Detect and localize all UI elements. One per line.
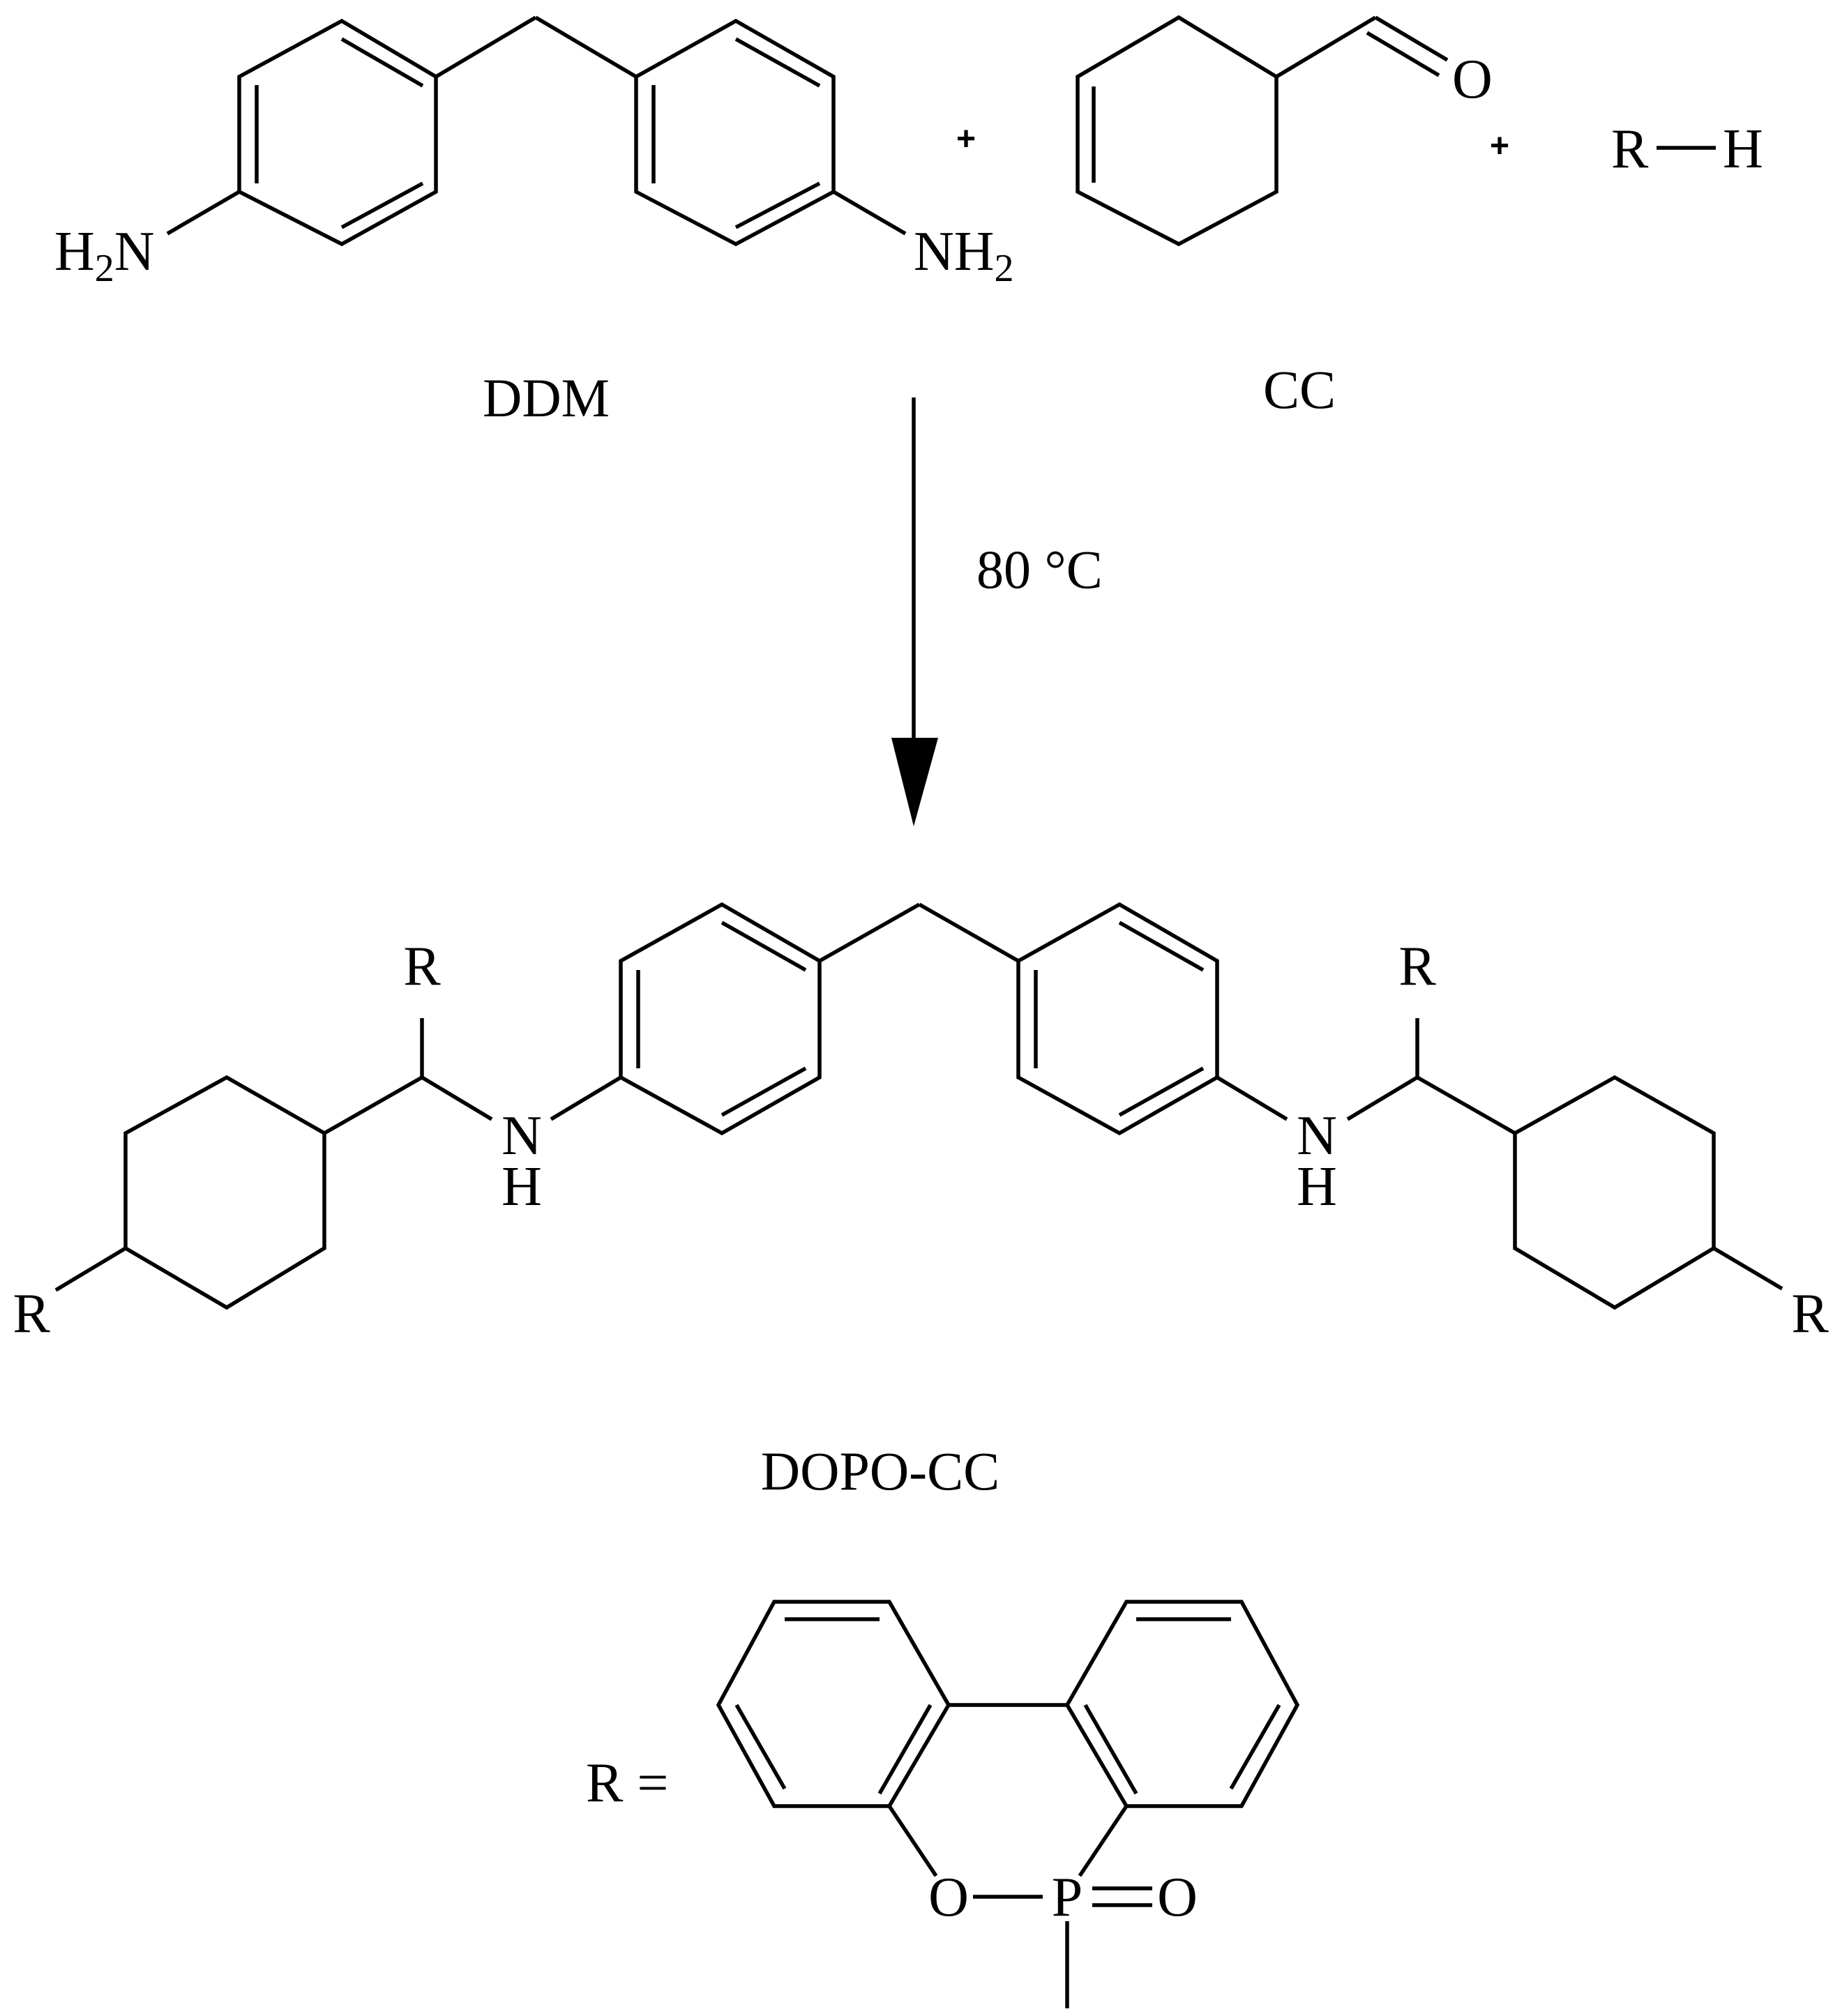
- dopo-left-ring-double-bond: [877, 1704, 933, 1795]
- product-right-n-label: N: [1297, 1105, 1337, 1167]
- cc-structure: O: [1076, 15, 1493, 247]
- r-definition-label: R =: [586, 1752, 668, 1814]
- product-right-ring-r-bond: [1712, 1246, 1783, 1291]
- ddm-methylene-bond: [435, 15, 537, 79]
- product-methylene-bond: [918, 902, 1020, 963]
- product-right-ring-double-bond: [1118, 1066, 1205, 1117]
- ddm-right-amine-bond: [832, 190, 907, 236]
- arrow-head: [891, 738, 938, 826]
- cc-cyclohexene-ring: [1076, 15, 1278, 247]
- plus-sign-1: +: [956, 121, 976, 158]
- product-methylene-bond: [818, 902, 921, 963]
- product-left-cyclohexane: [123, 1075, 326, 1310]
- ddm-label: DDM: [483, 367, 610, 428]
- product-left-r-ring: R: [13, 1283, 50, 1344]
- rh-reagent: R H: [1611, 119, 1763, 180]
- ddm-right-ring: [634, 18, 836, 247]
- product-right-cyclohexane: [1513, 1075, 1716, 1310]
- dopo-c-o-bond: [887, 1805, 938, 1877]
- ddm-right-ring-double-bond: [734, 37, 821, 88]
- reaction-arrow: [891, 397, 938, 826]
- cc-label: CC: [1263, 359, 1336, 420]
- dopo-ring-oxygen-label: O: [928, 1867, 969, 1928]
- product-right-n-bond: [1216, 1075, 1288, 1121]
- ddm-right-amine-label: NH2: [914, 221, 1014, 290]
- product-right-r-top: R: [1398, 936, 1436, 997]
- product-left-ring-double-bond: [721, 1066, 807, 1117]
- dopo-phosphorus-label: P: [1052, 1867, 1083, 1928]
- product-left-ch-ring-bond: [323, 1075, 423, 1135]
- product-left-ring-r-bond: [54, 1246, 127, 1292]
- ddm-left-ring-double-bond: [340, 37, 424, 88]
- product-right-benzene-ring: [1016, 902, 1219, 1136]
- plus-sign-2: +: [1490, 128, 1509, 165]
- cc-carbonyl-bond: [1374, 15, 1449, 62]
- reaction-condition-temperature: 80 °C: [976, 539, 1103, 600]
- dopo-structure: O P O: [716, 1600, 1300, 2008]
- ddm-left-ring-double-bond: [340, 181, 424, 229]
- product-left-n-bond: [550, 1075, 622, 1121]
- dopo-right-ring-double-bond: [1229, 1704, 1281, 1790]
- product-left-benzene-ring: [619, 902, 822, 1136]
- product-left-n-label: N: [501, 1105, 542, 1167]
- cc-aldehyde-bond: [1275, 15, 1377, 79]
- product-right-ch-ring-bond: [1416, 1075, 1516, 1135]
- dopo-oxo-oxygen-label: O: [1157, 1867, 1198, 1928]
- cc-carbonyl-bond: [1366, 31, 1440, 77]
- dopo-right-benzene-ring: [1064, 1600, 1300, 1808]
- product-right-ring-double-bond: [1118, 920, 1205, 972]
- product-right-r-ring: R: [1791, 1283, 1829, 1344]
- ddm-left-amine-bond: [166, 190, 241, 236]
- product-left-ring-double-bond: [721, 920, 807, 972]
- rh-h-label: H: [1723, 119, 1763, 180]
- rh-r-label: R: [1611, 119, 1649, 180]
- product-left-r-top: R: [403, 936, 441, 997]
- dopo-left-benzene-ring: [716, 1600, 951, 1808]
- product-right-n-ch-bond: [1346, 1075, 1419, 1121]
- ddm-structure: H2N NH2: [54, 15, 1014, 290]
- cc-oxygen-label: O: [1452, 49, 1493, 110]
- ddm-right-ring-double-bond: [734, 181, 821, 229]
- product-right-nh-h-label: H: [1297, 1156, 1337, 1218]
- dopo-c-p-bond: [1078, 1805, 1129, 1877]
- product-left-nh-h-label: H: [501, 1156, 542, 1218]
- ddm-left-amine-label: H2N: [54, 221, 155, 290]
- dopo-cc-structure: N H R R N H R R: [13, 902, 1829, 1344]
- dopo-left-ring-double-bond: [734, 1704, 787, 1790]
- product-label: DOPO-CC: [761, 1441, 1000, 1501]
- product-left-n-ch-bond: [421, 1075, 493, 1121]
- ddm-methylene-bond: [534, 15, 638, 79]
- ddm-left-ring: [237, 18, 438, 247]
- dopo-right-ring-double-bond: [1083, 1704, 1138, 1795]
